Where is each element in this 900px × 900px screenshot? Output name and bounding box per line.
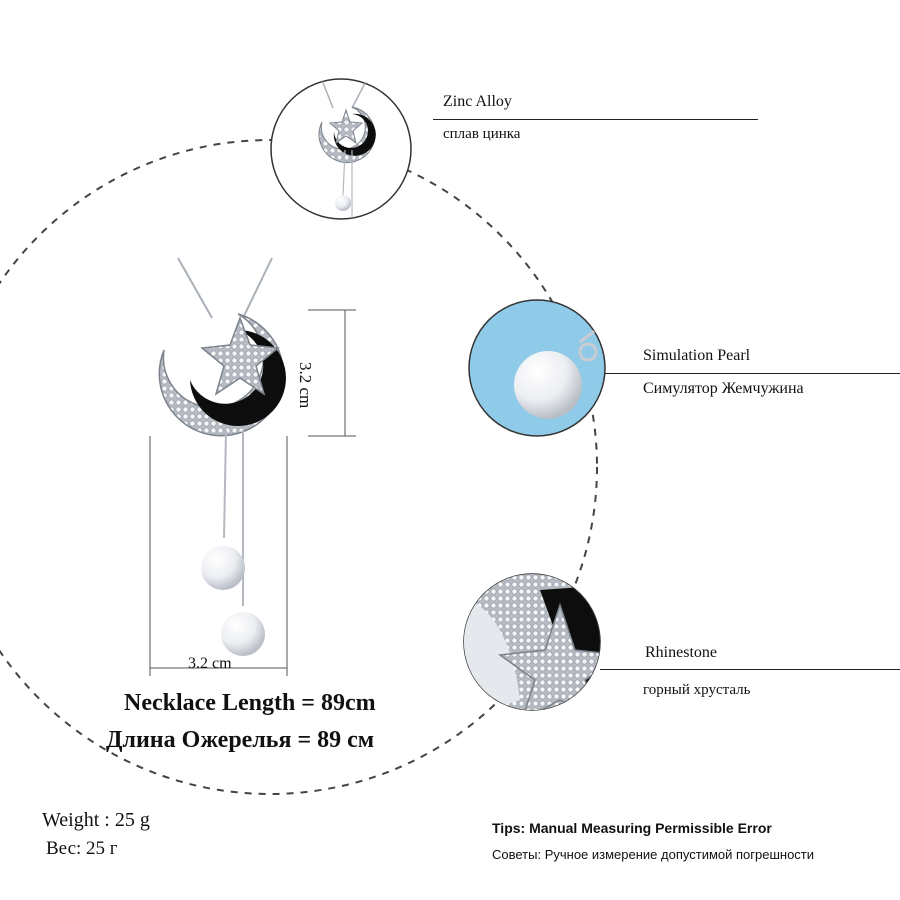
- star-pendant: [200, 315, 280, 396]
- pearl-drop-2: [221, 612, 265, 656]
- zinc-alloy-label-ru: сплав цинка: [443, 126, 521, 142]
- callout-line-zinc: [433, 119, 758, 120]
- pearl-detail: [468, 299, 606, 437]
- callout-line-pearl: [605, 373, 900, 374]
- pearl-label-en: Simulation Pearl: [643, 347, 751, 364]
- width-dimension-label: 3.2 cm: [188, 655, 232, 672]
- tips-en: Tips: Manual Measuring Permissible Error: [492, 820, 772, 836]
- weight-ru: Вес: 25 г: [46, 838, 118, 859]
- rhinestone-detail: [463, 573, 601, 711]
- tips-ru: Советы: Ручное измерение допустимой погр…: [492, 847, 815, 862]
- pearl-drop-1: [201, 546, 245, 590]
- weight-en: Weight : 25 g: [42, 809, 150, 831]
- necklace-length-ru: Длина Ожерелья = 89 см: [106, 727, 375, 753]
- pearl-label-ru: Симулятор Жемчужина: [643, 380, 804, 397]
- rhinestone-label-en: Rhinestone: [645, 644, 717, 661]
- height-dimension-label: 3.2 cm: [296, 362, 315, 409]
- dashed-frame-circle: [0, 139, 598, 795]
- zinc-alloy-label-en: Zinc Alloy: [443, 93, 512, 110]
- rhinestone-label-ru: горный хрусталь: [643, 682, 751, 698]
- zinc-alloy-detail: [270, 78, 412, 220]
- necklace-length-en: Necklace Length = 89cm: [124, 690, 376, 716]
- callout-line-rhinestone: [600, 669, 900, 670]
